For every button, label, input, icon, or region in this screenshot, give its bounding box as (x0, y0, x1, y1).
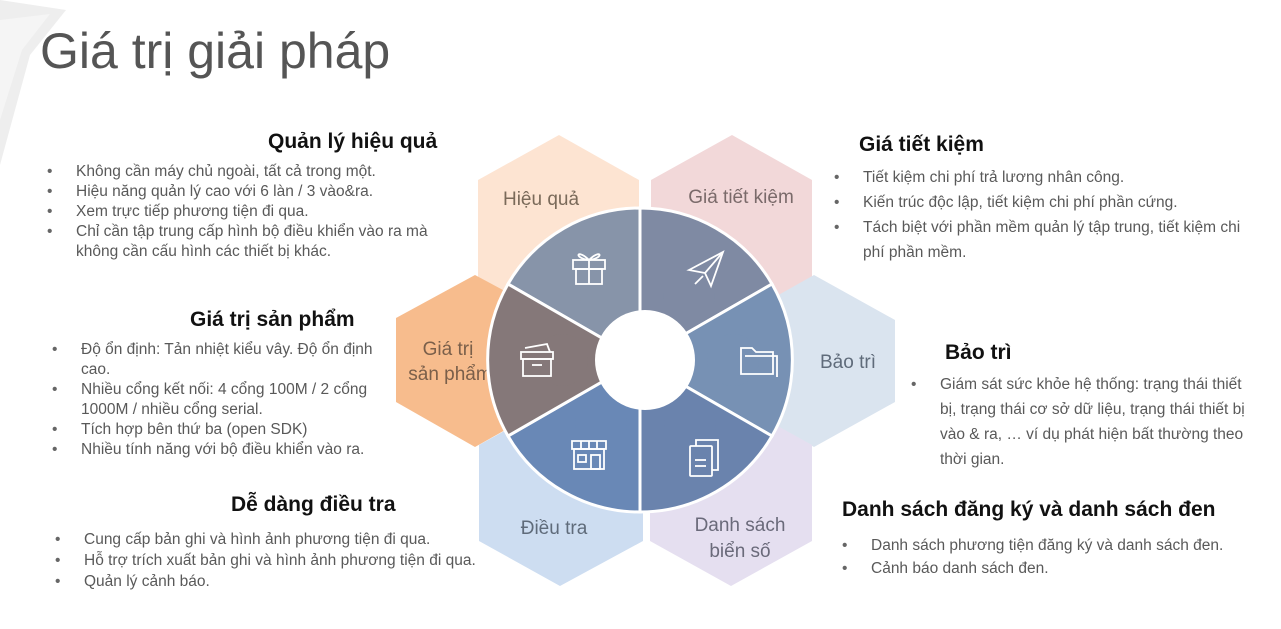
hex-label-investigation: Điều tra (521, 518, 588, 539)
folder-icon (740, 347, 778, 377)
hex-label-maintenance: Bảo trì (820, 352, 876, 373)
hex-label-product-line1: Giá trị (423, 339, 474, 360)
gift-icon (572, 253, 606, 285)
list-item: Tiết kiệm chi phí trả lương nhân công. (834, 165, 1264, 190)
block-maintenance: Bảo trì Giám sát sức khỏe hệ thống: trạn… (911, 341, 1251, 472)
list-item: Xem trực tiếp phương tiện đi qua. (47, 202, 447, 222)
list-item: Tích hợp bên thứ ba (open SDK) (52, 420, 382, 440)
list-investigation: Cung cấp bản ghi và hình ảnh phương tiện… (55, 529, 535, 592)
list-item: Hỗ trợ trích xuất bản ghi và hình ảnh ph… (55, 550, 535, 571)
hex-label-registry-line1: Danh sách (695, 515, 786, 536)
heading-investigation: Dễ dàng điều tra (231, 493, 396, 516)
knob-maintenance (707, 334, 759, 386)
list-product: Độ ổn định: Tản nhiệt kiểu vây. Độ ổn đị… (52, 340, 382, 460)
list-maintenance: Giám sát sức khỏe hệ thống: trạng thái t… (911, 372, 1251, 472)
list-item: Độ ổn định: Tản nhiệt kiểu vây. Độ ổn đị… (52, 340, 382, 380)
list-item: Chỉ cần tập trung cấp hình bộ điều khiển… (47, 222, 446, 262)
list-savings: Tiết kiệm chi phí trả lương nhân công. K… (834, 165, 1264, 265)
list-item: Nhiều tính năng với bộ điều khiển vào ra… (52, 440, 382, 460)
heading-registry: Danh sách đăng ký và danh sách đen (842, 498, 1216, 521)
knob-registry (664, 397, 716, 449)
list-item: Không cần máy chủ ngoài, tất cả trong mộ… (47, 162, 447, 182)
knob-savings (663, 270, 715, 322)
heading-maintenance: Bảo trì (945, 341, 1012, 364)
knob-product (536, 334, 588, 386)
paper-plane-icon (686, 250, 725, 289)
heading-efficiency: Quản lý hiệu quả (268, 130, 438, 153)
corner-star-decoration (0, 0, 66, 165)
block-registry: Danh sách đăng ký và danh sách đen Danh … (842, 498, 1277, 580)
block-product: Giá trị sản phẩm Độ ổn định: Tản nhiệt k… (52, 308, 392, 460)
list-item: Giám sát sức khỏe hệ thống: trạng thái t… (911, 372, 1251, 472)
hex-label-savings: Giá tiết kiệm (688, 187, 794, 208)
box-icon (520, 342, 554, 377)
documents-icon (689, 439, 719, 477)
storefront-icon (571, 440, 607, 470)
knob-efficiency (580, 270, 632, 322)
list-item: Hiệu năng quản lý cao với 6 làn / 3 vào&… (47, 182, 447, 202)
block-efficiency: Quản lý hiệu quả Không cần máy chủ ngoài… (47, 130, 457, 262)
block-savings: Giá tiết kiệm Tiết kiệm chi phí trả lươn… (834, 133, 1274, 265)
list-item: Cảnh báo danh sách đen. (842, 557, 1272, 580)
list-item: Tách biệt với phần mềm quản lý tập trung… (834, 215, 1264, 265)
ring-center (595, 310, 695, 410)
heading-product: Giá trị sản phẩm (190, 308, 355, 331)
page-title: Giá trị giải pháp (40, 23, 391, 79)
segment-efficiency (505, 206, 642, 363)
list-efficiency: Không cần máy chủ ngoài, tất cả trong mộ… (47, 162, 447, 262)
list-registry: Danh sách phương tiện đăng ký và danh sá… (842, 534, 1272, 580)
list-item: Quản lý cảnh báo. (55, 571, 535, 592)
hex-label-registry-line2: biển số (709, 541, 771, 562)
heading-savings: Giá tiết kiệm (859, 133, 984, 156)
list-item: Cung cấp bản ghi và hình ảnh phương tiện… (55, 529, 535, 550)
list-item: Danh sách phương tiện đăng ký và danh sá… (842, 534, 1272, 557)
block-investigation: Dễ dàng điều tra Cung cấp bản ghi và hìn… (55, 493, 535, 592)
knob-investigation (575, 397, 627, 449)
list-item: Kiến trúc độc lập, tiết kiệm chi phí phầ… (834, 190, 1264, 215)
hex-label-efficiency: Hiệu quả (503, 189, 579, 210)
list-item: Nhiều cổng kết nối: 4 cổng 100M / 2 cổng… (52, 380, 382, 420)
hex-label-product-line2: sản phẩm (408, 364, 491, 385)
